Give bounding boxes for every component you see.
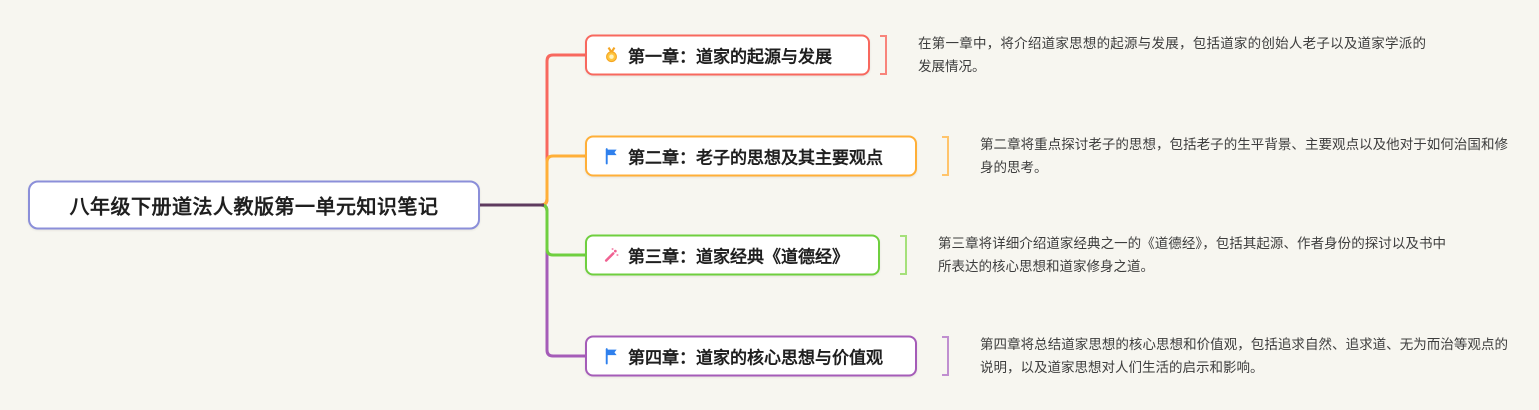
summary-bracket-chapter1 [880, 35, 887, 75]
root-title: 八年级下册道法人教版第一单元知识笔记 [69, 196, 439, 219]
branch-connector-chapter2 [475, 154, 590, 207]
branch-summary-chapter2[interactable]: 第二章将重点探讨老子的思想，包括老子的生平背景、主要观点以及他对于如何治国和修身… [980, 137, 1508, 175]
branch-summary-chapter3[interactable]: 第三章将详细介绍道家经典之一的《道德经》，包括其起源、作者身份的探讨以及书中所表… [938, 236, 1446, 274]
summary-bracket-chapter3 [900, 235, 907, 275]
branch-node-chapter3[interactable]: 第三章：道家经典《道德经》 [585, 234, 880, 276]
summary-bracket-chapter4 [942, 336, 949, 376]
branch-node-chapter1[interactable]: 第一章：道家的起源与发展 [585, 34, 870, 76]
branch-connector-chapter3 [475, 203, 590, 257]
summary-bracket-chapter2 [942, 136, 949, 176]
branch-title: 第三章：道家经典《道德经》 [628, 247, 849, 267]
flag-icon [603, 348, 620, 365]
branch-node-chapter2[interactable]: 第二章：老子的思想及其主要观点 [585, 135, 917, 177]
branch-title: 第一章：道家的起源与发展 [628, 47, 832, 67]
branch-title: 第二章：老子的思想及其主要观点 [628, 148, 883, 168]
root-node[interactable]: 八年级下册道法人教版第一单元知识笔记 [28, 180, 480, 230]
sparkler-icon [603, 247, 620, 264]
branch-connector-chapter1 [475, 53, 590, 207]
medal-icon [603, 46, 620, 64]
branch-summary-chapter4[interactable]: 第四章将总结道家思想的核心思想和价值观，包括追求自然、追求道、无为而治等观点的说… [980, 337, 1508, 375]
branch-summary-chapter1[interactable]: 在第一章中，将介绍道家思想的起源与发展，包括道家的创始人老子以及道家学派的发展情… [918, 36, 1426, 74]
branch-node-chapter4[interactable]: 第四章：道家的核心思想与价值观 [585, 335, 917, 377]
branch-title: 第四章：道家的核心思想与价值观 [628, 348, 883, 368]
flag-icon [603, 148, 620, 165]
branch-connector-chapter4 [475, 203, 590, 358]
